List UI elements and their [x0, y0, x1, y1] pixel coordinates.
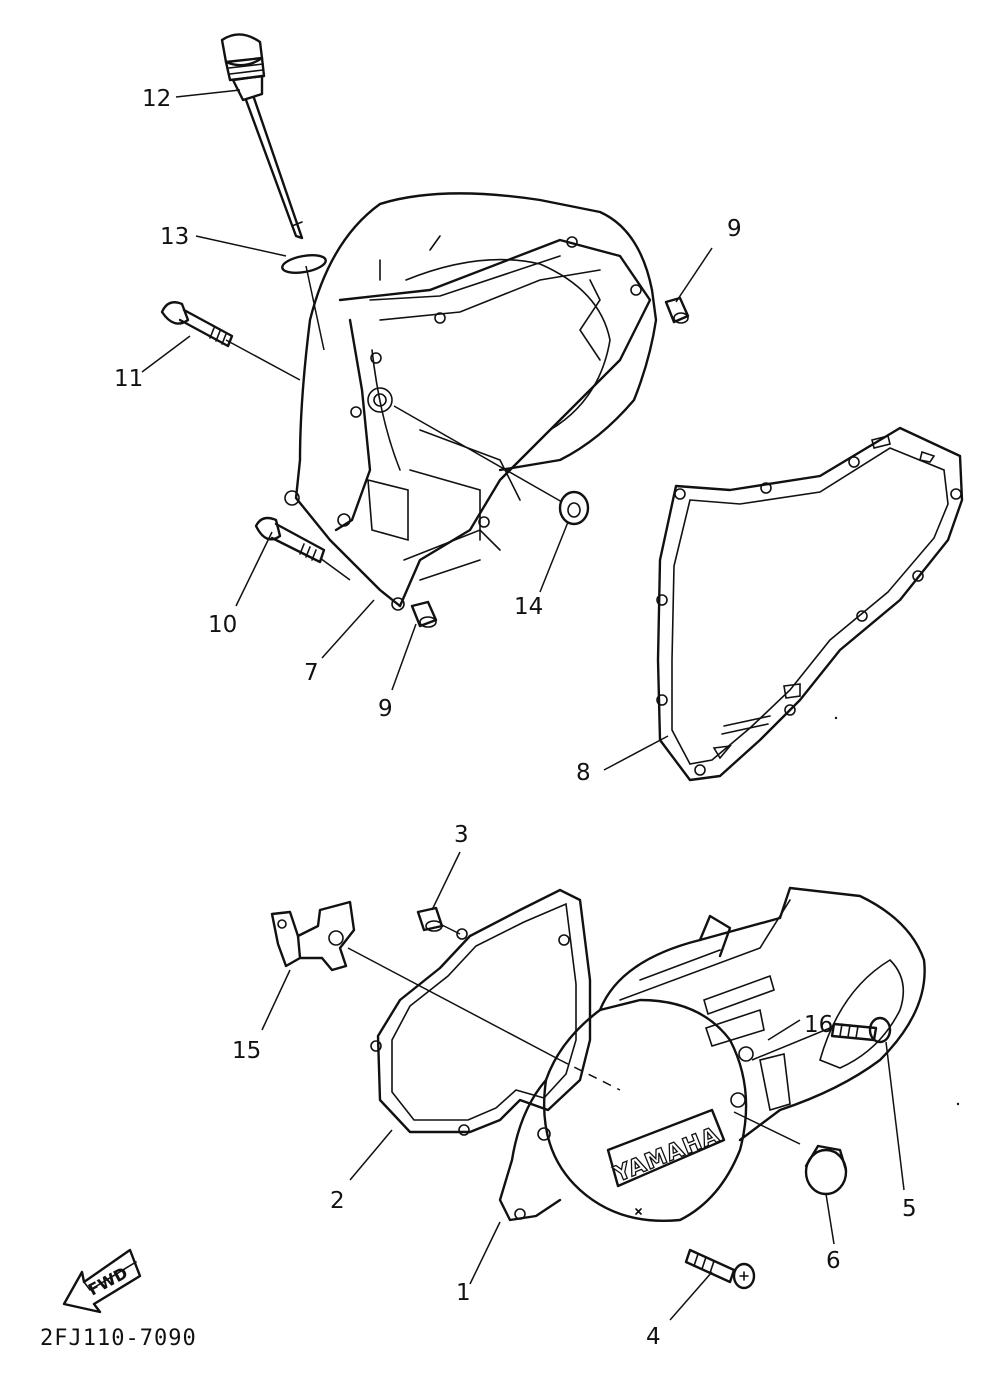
callout-labels: 12 13 9 11 14 10 7 9 8 3 15 16 2 5 6 1 4 — [114, 86, 917, 1350]
callout-7: 7 — [304, 660, 319, 686]
forward-label: FWD — [85, 1263, 131, 1299]
callout-15: 15 — [232, 1038, 261, 1064]
speck-dot — [956, 1102, 960, 1106]
callout-10: 10 — [208, 612, 237, 638]
part-screw-4 — [684, 1248, 756, 1290]
callout-13: 13 — [160, 224, 189, 250]
part-oil-seal — [558, 490, 590, 526]
part-plug-cap — [804, 1144, 848, 1196]
callout-3: 3 — [454, 822, 469, 848]
part-gasket-inner — [656, 426, 964, 782]
part-bracket — [270, 900, 356, 972]
drawing-code: 2FJ110-7090 — [40, 1326, 197, 1351]
part-crankcase-cover — [284, 192, 658, 611]
part-gasket-outer — [370, 888, 592, 1136]
callout-2: 2 — [330, 1188, 345, 1214]
cover-brand-text: YAMAHA — [610, 1123, 723, 1188]
callout-11: 11 — [114, 366, 143, 392]
part-crankcase-cover-outer: YAMAHA — [498, 886, 926, 1222]
part-dipstick — [220, 33, 304, 240]
callout-6: 6 — [826, 1248, 841, 1274]
part-screw-16 — [830, 1016, 892, 1044]
part-bolt-long — [160, 301, 234, 348]
leader-lines — [141, 89, 905, 1321]
part-bolt-short — [254, 516, 326, 564]
part-grommet — [416, 906, 444, 932]
callout-1: 1 — [456, 1280, 471, 1306]
callout-8: 8 — [576, 760, 591, 786]
forward-direction-arrow: FWD — [62, 1248, 142, 1314]
speck-dot — [834, 716, 838, 720]
callout-9-lower: 9 — [378, 696, 393, 722]
callout-14: 14 — [514, 594, 543, 620]
part-o-ring — [281, 254, 327, 274]
part-dowel-pin-lower — [410, 600, 438, 628]
callout-12: 12 — [142, 86, 171, 112]
callout-4: 4 — [646, 1324, 661, 1350]
callout-9-upper: 9 — [727, 216, 742, 242]
callout-16: 16 — [804, 1012, 833, 1038]
part-dowel-pin-upper — [664, 296, 690, 324]
callout-5: 5 — [902, 1196, 917, 1222]
